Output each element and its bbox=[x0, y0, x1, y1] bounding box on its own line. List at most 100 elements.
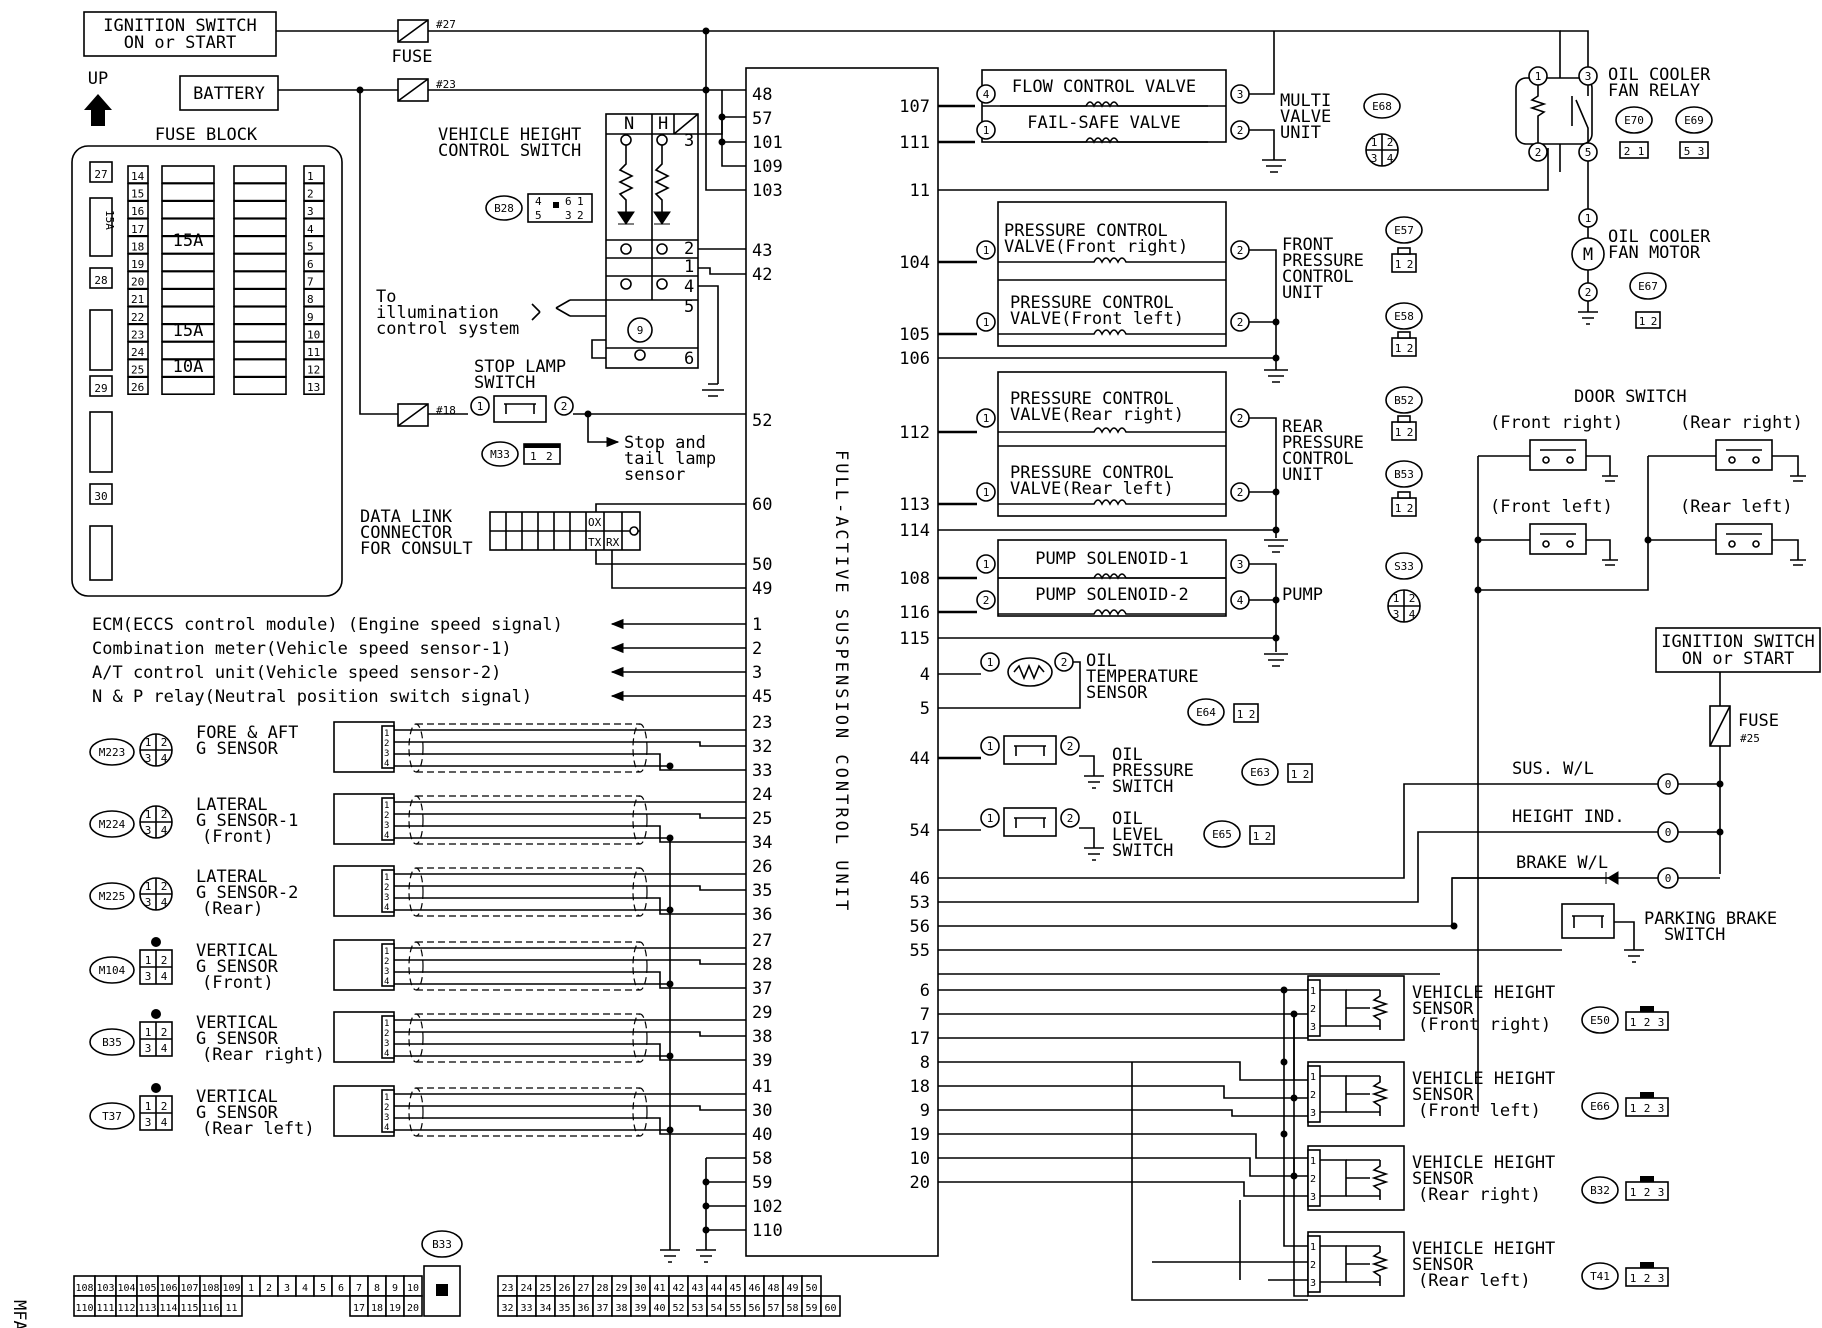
signal-label: N & P relay(Neutral position switch sign… bbox=[92, 687, 532, 707]
door-switch-terminal bbox=[1752, 456, 1760, 464]
connector-pin-number: 3 bbox=[1658, 1102, 1665, 1115]
shield bbox=[408, 941, 424, 991]
fuse-slot bbox=[233, 323, 287, 343]
svg-text:VALVE(Front right): VALVE(Front right) bbox=[1004, 237, 1188, 257]
connector-id: B52 bbox=[1394, 394, 1414, 407]
connector-cell-number: 50 bbox=[805, 1283, 817, 1294]
connector-id: M104 bbox=[99, 964, 126, 977]
svg-text:DOOR SWITCH: DOOR SWITCH bbox=[1574, 387, 1687, 407]
ecu-pin: 60 bbox=[752, 495, 772, 515]
ecu-pin: 28 bbox=[752, 955, 772, 975]
connector-pin-face bbox=[1619, 141, 1649, 159]
connector-pin-number: 3 bbox=[1658, 1016, 1665, 1029]
fuse-number: 17 bbox=[131, 223, 144, 236]
vh-sensor-label: (Front right) bbox=[1418, 1015, 1551, 1035]
fuse-number: 8 bbox=[307, 293, 314, 306]
up-arrow-icon: UP bbox=[84, 69, 112, 126]
connector-pin-number: 1 bbox=[1393, 592, 1400, 605]
svg-text:2: 2 bbox=[1237, 412, 1244, 425]
vh-sensor-pot bbox=[1320, 1245, 1389, 1286]
fuse-slot bbox=[233, 341, 287, 360]
g-sensor-connector bbox=[89, 810, 135, 838]
connector-id: E57 bbox=[1394, 224, 1414, 237]
connector-cell-number: 109 bbox=[222, 1283, 240, 1294]
connector-id: S33 bbox=[1394, 560, 1414, 573]
svg-text:#27: #27 bbox=[436, 18, 456, 31]
connector-cell-number: 105 bbox=[138, 1283, 156, 1294]
connector-key-dot bbox=[151, 1009, 161, 1019]
g-sensor-wire bbox=[394, 885, 746, 891]
shield bbox=[408, 867, 424, 917]
ecu-pin: 116 bbox=[899, 603, 930, 623]
svg-text:BATTERY: BATTERY bbox=[193, 84, 265, 104]
ecu-pin: 107 bbox=[899, 97, 930, 117]
ecu-pin: 105 bbox=[899, 325, 930, 345]
ecu-pin: 114 bbox=[899, 521, 930, 541]
svg-text:2: 2 bbox=[684, 239, 694, 259]
svg-text:PRESSURE: PRESSURE bbox=[1282, 251, 1364, 271]
fuse-slot bbox=[161, 270, 215, 290]
g-sensor-connector bbox=[89, 956, 135, 984]
connector-cell-number: 59 bbox=[805, 1303, 817, 1314]
oil-temperature-sensor: 1 2 OIL TEMPERATURE SENSOR bbox=[938, 651, 1199, 709]
vh-pin-number: 1 bbox=[1310, 1156, 1316, 1167]
connector-cell-number: 110 bbox=[75, 1303, 93, 1314]
ecu-pin: 11 bbox=[910, 181, 930, 201]
svg-text:6: 6 bbox=[565, 195, 572, 208]
vh-pin-number: 2 bbox=[1310, 1090, 1316, 1101]
vh-pin-number: 2 bbox=[1310, 1174, 1316, 1185]
connector-pin-number: 4 bbox=[161, 1116, 168, 1129]
svg-text:OIL COOLER: OIL COOLER bbox=[1608, 227, 1711, 247]
vh-sensor-pot bbox=[1346, 1075, 1380, 1113]
connector-cell-number: 27 bbox=[577, 1283, 589, 1294]
connector-bubble bbox=[1615, 106, 1653, 134]
svg-text:IGNITION SWITCH: IGNITION SWITCH bbox=[1661, 632, 1815, 652]
ecu-pin: 25 bbox=[752, 809, 772, 829]
connector-cell-number: 112 bbox=[117, 1303, 135, 1314]
connector-pin-number: 2 bbox=[1409, 592, 1416, 605]
connector-cell-number: 18 bbox=[371, 1303, 383, 1314]
door-switch-terminal bbox=[1728, 540, 1736, 548]
door-switch-terminal bbox=[1752, 540, 1760, 548]
fuse-number: 1 bbox=[307, 170, 314, 183]
svg-text:2: 2 bbox=[1237, 316, 1244, 329]
ecu-pin: 104 bbox=[899, 253, 930, 273]
connector-cell-number: 108 bbox=[75, 1283, 93, 1294]
connector-pin-face bbox=[1249, 825, 1275, 845]
indicator-lamp-icon: 0 bbox=[1665, 826, 1672, 839]
connector-id: T37 bbox=[102, 1110, 122, 1123]
fuse-number: 3 bbox=[307, 205, 314, 218]
svg-text:M33: M33 bbox=[490, 448, 510, 461]
svg-text:B28: B28 bbox=[494, 202, 514, 215]
svg-text:2: 2 bbox=[546, 450, 553, 463]
svg-text:FLOW CONTROL VALVE: FLOW CONTROL VALVE bbox=[1012, 77, 1196, 97]
connector-pin-number: 1 bbox=[145, 880, 152, 893]
vh-sensor-wire bbox=[938, 989, 1308, 1039]
fuse-slot bbox=[233, 235, 287, 255]
ecu-pin: 39 bbox=[752, 1051, 772, 1071]
junction bbox=[1290, 1010, 1298, 1018]
svg-text:#25: #25 bbox=[1740, 732, 1760, 745]
sensor-pin-number: 1 bbox=[384, 1093, 389, 1103]
vh-pin-number: 2 bbox=[1310, 1260, 1316, 1271]
junction bbox=[1290, 1172, 1298, 1180]
ecu-pin: 57 bbox=[752, 109, 772, 129]
connector-bubble bbox=[1187, 698, 1225, 726]
connector-cell-number: 57 bbox=[767, 1303, 779, 1314]
connector-cell-number: 111 bbox=[96, 1303, 114, 1314]
oil-cooler-fan-motor: 1 M 2 OIL COOLER FAN MOTOR bbox=[1571, 208, 1711, 325]
connector-cell-number: 53 bbox=[691, 1303, 703, 1314]
fuse-number: 27 bbox=[94, 168, 107, 181]
connector-pin-number: 2 bbox=[1407, 426, 1414, 439]
ecu-pin: 34 bbox=[752, 833, 772, 853]
connector-id: E69 bbox=[1684, 114, 1704, 127]
svg-text:4: 4 bbox=[535, 195, 542, 208]
svg-text:#18: #18 bbox=[436, 404, 456, 417]
svg-text:E68: E68 bbox=[1372, 100, 1392, 113]
fuse-slot bbox=[127, 376, 149, 396]
connector-cell-number: 116 bbox=[201, 1303, 219, 1314]
connector-bubble bbox=[1385, 216, 1423, 244]
svg-text:PRESSURE CONTROL: PRESSURE CONTROL bbox=[1010, 389, 1174, 409]
reference-code: MFA012A bbox=[9, 1300, 29, 1328]
